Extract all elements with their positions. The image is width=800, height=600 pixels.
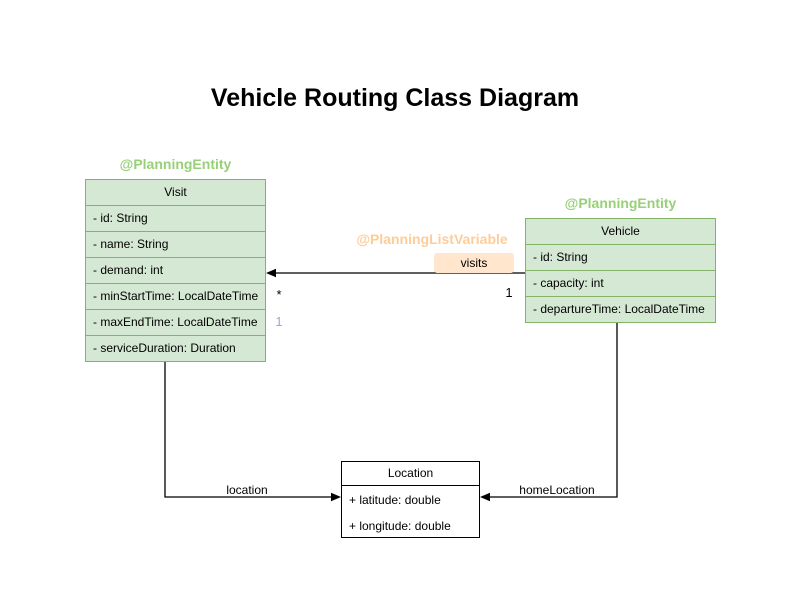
home-location-edge-label: homeLocation bbox=[519, 483, 595, 497]
class-visit-name: Visit bbox=[164, 185, 187, 199]
class-location-attribute: + longitude: double bbox=[349, 519, 451, 533]
class-visit-attribute: - demand: int bbox=[86, 257, 265, 283]
visits-edge-label[interactable]: visits bbox=[434, 253, 514, 273]
class-vehicle-attribute: - id: String bbox=[526, 244, 715, 270]
edge-home-location[interactable] bbox=[480, 322, 618, 502]
class-visit-attribute: - id: String bbox=[86, 205, 265, 231]
visits-planning-list-variable-annotation: @PlanningListVariable bbox=[356, 231, 508, 247]
class-location[interactable]: Location + latitude: double + longitude:… bbox=[341, 461, 480, 538]
visit-planning-entity-annotation: @PlanningEntity bbox=[119, 156, 232, 172]
class-vehicle-name: Vehicle bbox=[601, 224, 640, 238]
class-visit-attribute: - maxEndTime: LocalDateTime bbox=[86, 309, 265, 335]
location-edge-label: location bbox=[226, 483, 268, 497]
visits-target-multiplicity: * bbox=[276, 287, 282, 302]
class-vehicle-attribute: - departureTime: LocalDateTime bbox=[526, 296, 715, 322]
class-visit-attribute: - name: String bbox=[86, 231, 265, 257]
edge-visits[interactable] bbox=[266, 268, 525, 278]
class-vehicle[interactable]: Vehicle - id: String - capacity: int - d… bbox=[525, 218, 716, 323]
class-visit-attribute: - serviceDuration: Duration bbox=[86, 335, 265, 361]
class-location-name: Location bbox=[342, 462, 479, 486]
visits-ghost-multiplicity: 1 bbox=[275, 314, 283, 329]
class-visit-attribute: - minStartTime: LocalDateTime bbox=[86, 283, 265, 309]
class-vehicle-attribute: - capacity: int bbox=[526, 270, 715, 296]
visits-source-multiplicity: 1 bbox=[505, 285, 513, 300]
edge-location[interactable] bbox=[164, 362, 341, 502]
class-visit[interactable]: Visit - id: String - name: String - dema… bbox=[85, 179, 266, 362]
diagram-title: Vehicle Routing Class Diagram bbox=[210, 84, 580, 112]
vehicle-planning-entity-annotation: @PlanningEntity bbox=[564, 195, 677, 211]
class-location-attribute: + latitude: double bbox=[349, 493, 441, 507]
